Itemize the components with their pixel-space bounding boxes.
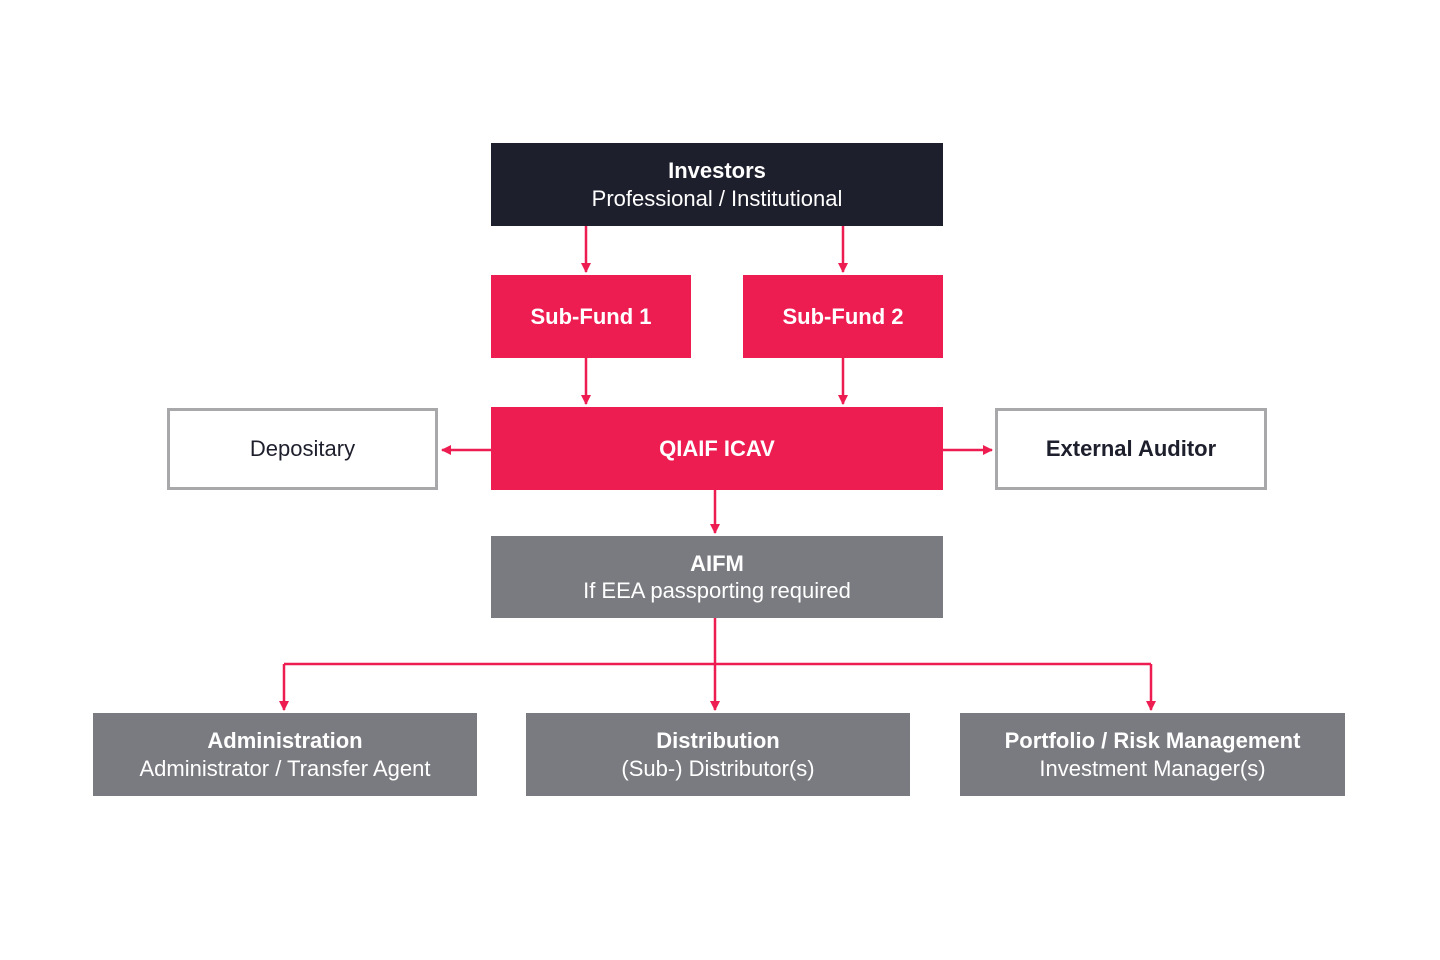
aifm-node: AIFM If EEA passporting required — [491, 536, 943, 618]
qiaif-icav-title: QIAIF ICAV — [659, 435, 775, 461]
investors-node: Investors Professional / Institutional — [491, 143, 943, 226]
investors-subtitle: Professional / Institutional — [591, 185, 843, 211]
depositary-label: Depositary — [249, 436, 356, 462]
distribution-title: Distribution — [656, 728, 780, 753]
subfund-2-title: Sub-Fund 2 — [782, 303, 904, 329]
subfund-1-node: Sub-Fund 1 — [491, 275, 691, 358]
qiaif-icav-node: QIAIF ICAV — [491, 407, 943, 490]
distribution-subtitle: (Sub-) Distributor(s) — [621, 755, 815, 781]
portfolio-node: Portfolio / Risk Management Investment M… — [960, 713, 1345, 796]
investors-title: Investors — [668, 158, 766, 183]
aifm-title: AIFM — [690, 550, 744, 576]
subfund-2-node: Sub-Fund 2 — [743, 275, 943, 358]
depositary-node: Depositary — [167, 408, 438, 490]
distribution-node: Distribution (Sub-) Distributor(s) — [526, 713, 910, 796]
administration-node: Administration Administrator / Transfer … — [93, 713, 477, 796]
external-auditor-node: External Auditor — [995, 408, 1267, 490]
subfund-1-title: Sub-Fund 1 — [530, 303, 652, 329]
external-auditor-title: External Auditor — [1045, 436, 1217, 462]
administration-title: Administration — [207, 728, 363, 753]
portfolio-title: Portfolio / Risk Management — [1004, 728, 1301, 753]
aifm-subtitle: If EEA passporting required — [583, 578, 851, 603]
portfolio-subtitle: Investment Manager(s) — [1039, 755, 1266, 781]
administration-subtitle: Administrator / Transfer Agent — [139, 755, 431, 781]
